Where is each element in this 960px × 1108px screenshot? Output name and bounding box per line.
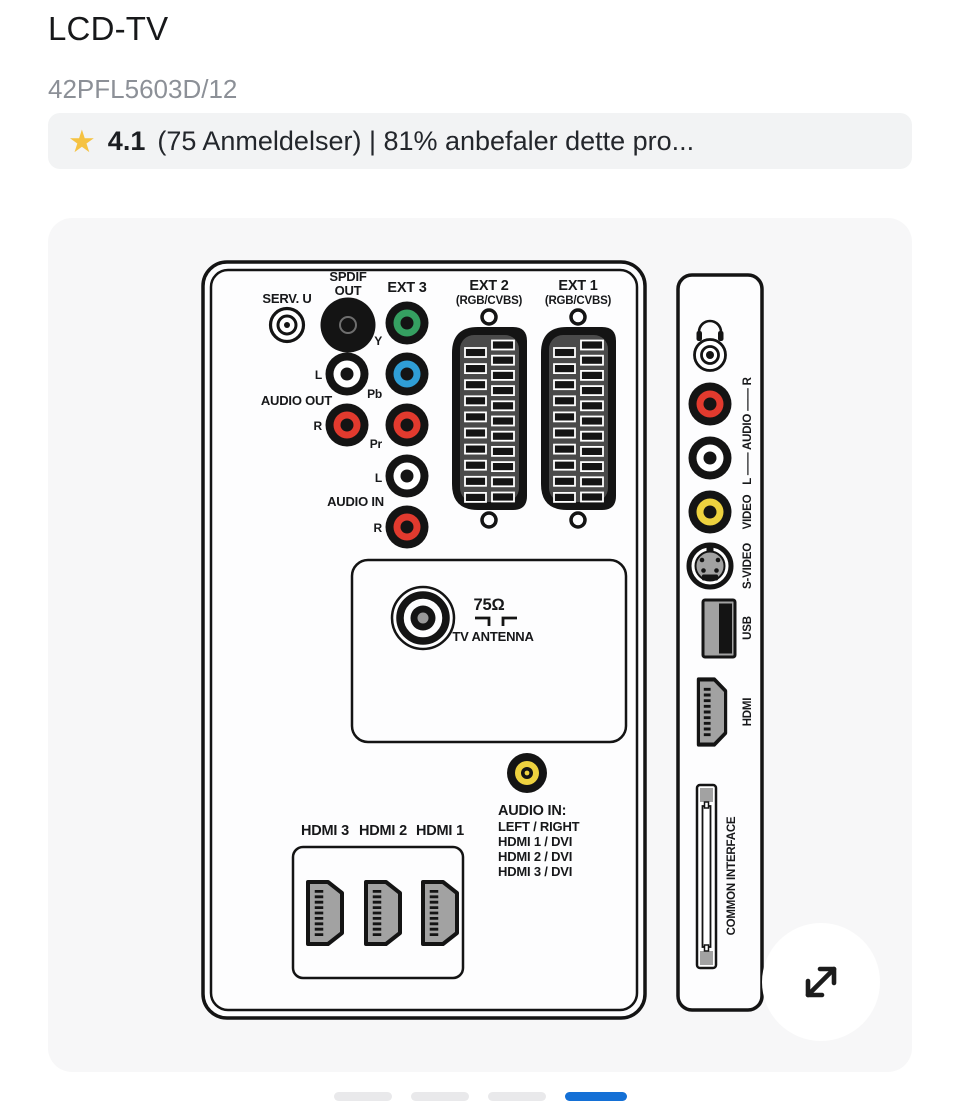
side-hdmi-port [698,679,725,744]
hdmi1-port [423,882,457,944]
audio-in-block-line: HDMI 2 / DVI [498,849,572,864]
pr-label: Pr [370,437,383,451]
ext2-rgbcvbs-label: (RGB/CVBS) [456,295,523,307]
component-pb-jack [385,352,429,396]
component-y-jack [385,301,429,345]
video-label: VIDEO [742,494,754,529]
carousel-dot-4-active[interactable] [564,1092,627,1101]
ext1-rgbcvbs-label: (RGB/CVBS) [545,295,612,307]
y-label: Y [374,334,382,348]
audio-out-r-label: R [314,419,323,433]
headphone-icon [696,319,724,341]
tv-antenna-label: TV ANTENNA [452,629,534,644]
audio-in-block-line: HDMI 3 / DVI [498,864,572,879]
audio-in-block-title: AUDIO IN: [498,803,566,819]
ext2-scart-connector [452,327,527,510]
tv-connection-diagram: SERV. U SPDIF OUT EXT 3 [201,260,764,1020]
tv-antenna-connector [390,585,456,651]
ext2-screw-top [480,308,498,326]
usb-port [701,598,737,659]
side-hdmi-label: HDMI [742,698,754,727]
spdif-label-line1: SPDIF [329,269,367,284]
hdmi-group-box [291,845,465,980]
expand-diagonal-icon [805,966,837,998]
ext2-label: EXT 2 [469,278,508,294]
s-video-port [686,542,734,590]
common-interface-label: COMMON INTERFACE [726,816,738,935]
audio-in-left-jack [385,454,429,498]
ext1-screw-bottom [569,511,587,529]
audio-out-left-jack [325,352,369,396]
audio-in-label: AUDIO IN [327,494,384,509]
hdmi3-port [308,882,342,944]
page-title: LCD-TV [48,10,169,47]
side-audio-left-jack [688,436,732,480]
image-carousel-dots [0,1092,960,1101]
usb-label: USB [742,616,754,640]
rating-summary-bar[interactable]: ★ 4.1 (75 Anmeldelser) | 81% anbefaler d… [48,113,912,169]
component-pr-jack [385,403,429,447]
ext1-scart-connector [541,327,616,510]
antenna-ohm-label: 75Ω [474,596,505,614]
hdmi3-label: HDMI 3 [301,823,349,839]
audio-in-right-jack [385,505,429,549]
audio-out-l-label: L [315,368,322,382]
audio-in-hdmi-jack [507,753,547,793]
carousel-dot-1[interactable] [333,1092,392,1101]
side-audio-right-jack [688,382,732,426]
antenna-symbol-icon [475,616,517,626]
side-video-jack [688,490,732,534]
ext1-label: EXT 1 [558,278,597,294]
s-video-label: S-VIDEO [742,543,754,589]
hdmi2-port [366,882,400,944]
star-icon: ★ [68,123,96,159]
expand-image-button[interactable] [762,923,880,1041]
side-audio-label: L —— AUDIO —— R [742,376,754,484]
hdmi1-label: HDMI 1 [416,823,464,839]
ext1-screw-top [569,308,587,326]
audio-in-block-line: HDMI 1 / DVI [498,834,572,849]
audio-in-l-label: L [375,471,382,485]
serv-u-label: SERV. U [262,291,311,306]
spdif-label-line2: OUT [335,283,362,298]
hdmi2-label: HDMI 2 [359,823,407,839]
rating-reviews-text: (75 Anmeldelser) | 81% anbefaler dette p… [157,125,695,156]
pb-label: Pb [367,387,382,401]
serv-u-jack [268,306,306,344]
main-back-panel: SERV. U SPDIF OUT EXT 3 [201,260,647,1020]
rating-score: 4.1 [107,125,146,156]
product-model-number: 42PFL5603D/12 [48,74,238,104]
headphone-jack [693,338,727,372]
common-interface-slot [695,783,718,970]
audio-out-right-jack [325,403,369,447]
audio-in-block-line: LEFT / RIGHT [498,819,580,834]
ext2-screw-bottom [480,511,498,529]
spdif-out-jack [320,297,376,353]
side-connector-panel: L —— AUDIO —— R VIDEO S-VIDEO [676,273,764,1012]
audio-out-label: AUDIO OUT [261,393,332,408]
antenna-sub-panel [350,558,628,744]
carousel-dot-3[interactable] [487,1092,546,1101]
carousel-dot-2[interactable] [410,1092,469,1101]
ext3-label: EXT 3 [387,280,426,296]
audio-in-r-label: R [374,521,383,535]
product-image-viewer: SERV. U SPDIF OUT EXT 3 [48,218,912,1072]
